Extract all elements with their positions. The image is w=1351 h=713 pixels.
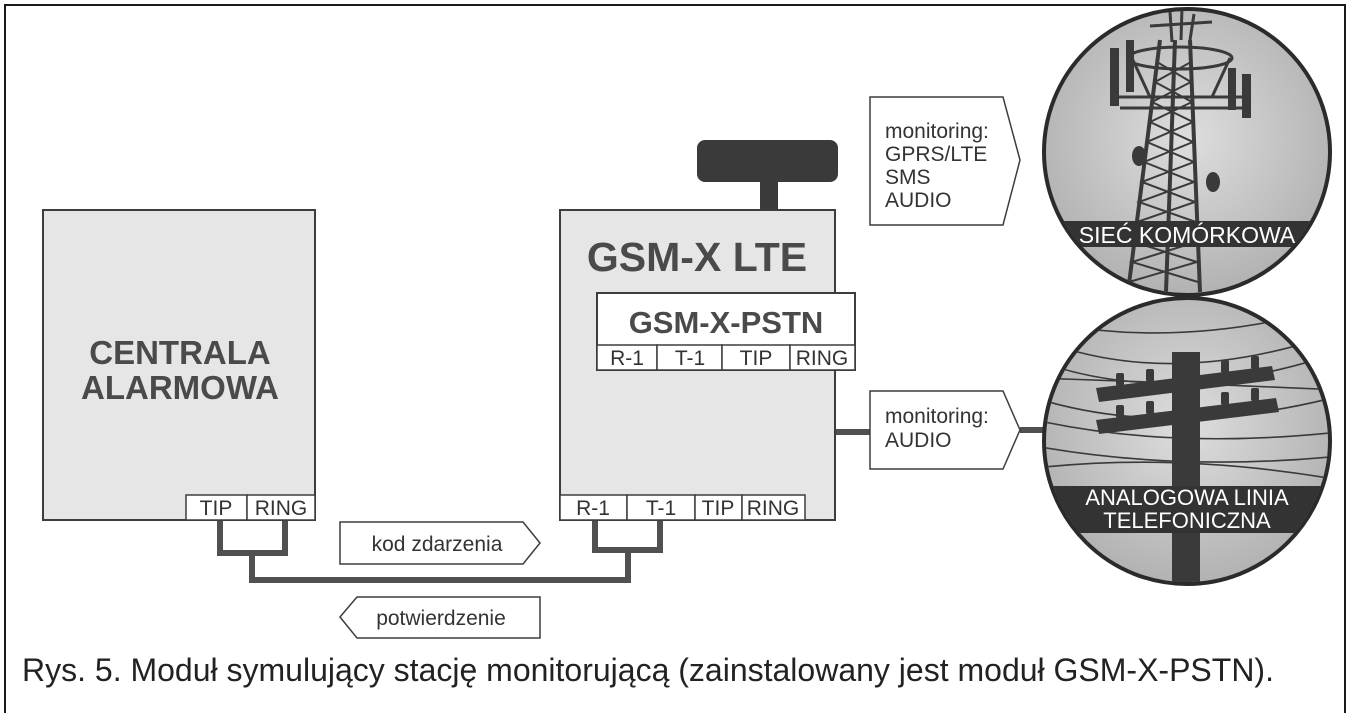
central-unit-title-line-1: CENTRALA [89,334,270,371]
pstn-terminal-r1-label: R-1 [610,347,644,370]
acknowledgement-arrow-shape [339,596,541,639]
microwave-dish [1132,146,1146,166]
antenna-icon [697,140,838,182]
pstn-terminal-r1 [596,344,658,371]
tower-antennas [1110,40,1251,192]
central-terminal-ring-label: RING [255,497,308,520]
cellular-monitoring-line-4: AUDIO [885,189,952,212]
gsm-terminal-t1 [626,494,696,521]
tower-mast [1149,11,1213,43]
insulator [1221,360,1229,373]
cellular-network-label-band [1046,221,1328,247]
antenna-panel [1126,40,1134,92]
pstn-terminal-tip-label: TIP [740,347,773,370]
phone-line-label-band [1046,486,1328,533]
gsm-terminal-ring [741,494,806,521]
cellular-network-label: SIEĆ KOMÓRKOWA [1079,222,1296,248]
event-code-arrow: kod zdarzenia [339,521,541,565]
insulator [1146,401,1154,414]
telephone-pole-icon [1046,304,1328,582]
central-unit-box [42,209,316,521]
pstn-terminal-ring [789,344,856,371]
cellular-monitoring-arrow-shape [869,96,1021,226]
antenna-panel [1110,48,1119,106]
acknowledgement-arrow: potwierdzenie [339,596,541,639]
antenna-panel [1242,74,1251,118]
wire-telephone-trunk [249,550,631,583]
gsm-terminal-t1-label: T-1 [646,497,676,520]
phone-line: ANALOGOWA LINIA TELEFONICZNA [1042,296,1332,586]
phone-line-circle-outline [1042,296,1332,586]
phone-monitoring-callout: monitoring: AUDIO [869,390,1021,470]
pstn-module: GSM-X-PSTN R-1 T-1 TIP RING [596,292,856,371]
phone-line-label-line-2: TELEFONICZNA [1103,508,1271,533]
pole-structure [1096,352,1279,582]
pstn-terminal-blocks [596,344,856,371]
event-code-arrow-shape [339,521,541,565]
wire-gsm-input-bracket [592,520,663,553]
insulator [1146,369,1154,382]
central-terminal-tip [185,494,248,521]
pstn-terminal-ring-label: RING [796,347,849,370]
central-unit: CENTRALA ALARMOWA TIP RING [42,209,316,521]
gsm-terminal-tip [694,494,743,521]
cellular-monitoring-line-3: SMS [885,166,931,189]
antenna-panel [1228,68,1236,110]
event-code-label: kod zdarzenia [372,533,503,556]
gsm-terminal-ring-label: RING [747,497,800,520]
pstn-terminal-tip [721,344,791,371]
gsm-module-title: GSM-X LTE [587,234,807,280]
acknowledgement-label: potwierdzenie [376,607,506,630]
phone-line-label-line-1: ANALOGOWA LINIA [1085,485,1289,510]
gsm-module: GSM-X LTE GSM-X-PSTN R-1 T-1 TIP RING R-… [559,140,856,521]
figure-caption: Rys. 5. Moduł symulujący stację monitoru… [22,652,1274,688]
insulator [1251,356,1259,369]
phone-monitoring-line-1: monitoring: [885,405,989,428]
central-unit-title-line-2: ALARMOWA [81,369,279,406]
central-terminal-tip-label: TIP [200,497,233,520]
gsm-terminal-r1-label: R-1 [576,497,610,520]
wire-central-bracket [217,520,288,556]
phone-monitoring-line-2: AUDIO [885,429,952,452]
crossarm-upper [1096,366,1275,402]
crossarm-lower [1096,398,1279,434]
insulator [1116,405,1124,418]
microwave-dish [1206,172,1220,192]
central-terminal-ring [246,494,316,521]
central-terminal-blocks [185,494,316,521]
cellular-monitoring-line-2: GPRS/LTE [885,143,987,166]
antenna-stem [760,178,778,212]
phone-monitoring-arrow-shape [869,390,1021,470]
cell-tower-icon [1046,11,1328,293]
cellular-monitoring-line-1: monitoring: [885,120,989,143]
cellular-network-circle-outline [1042,7,1332,297]
cellular-network: SIEĆ KOMÓRKOWA [1042,7,1332,297]
insulator [1221,392,1229,405]
cellular-monitoring-callout: monitoring: GPRS/LTE SMS AUDIO [869,96,1021,226]
insulator [1251,388,1259,401]
tower-arms [1118,57,1250,110]
pstn-module-title: GSM-X-PSTN [629,305,824,340]
pstn-terminal-t1-label: T-1 [675,347,705,370]
gsm-terminal-blocks [559,494,806,521]
insulator [1116,373,1124,386]
figure-frame [4,4,1346,713]
gsm-terminal-tip-label: TIP [702,497,735,520]
gsm-terminal-r1 [559,494,628,521]
